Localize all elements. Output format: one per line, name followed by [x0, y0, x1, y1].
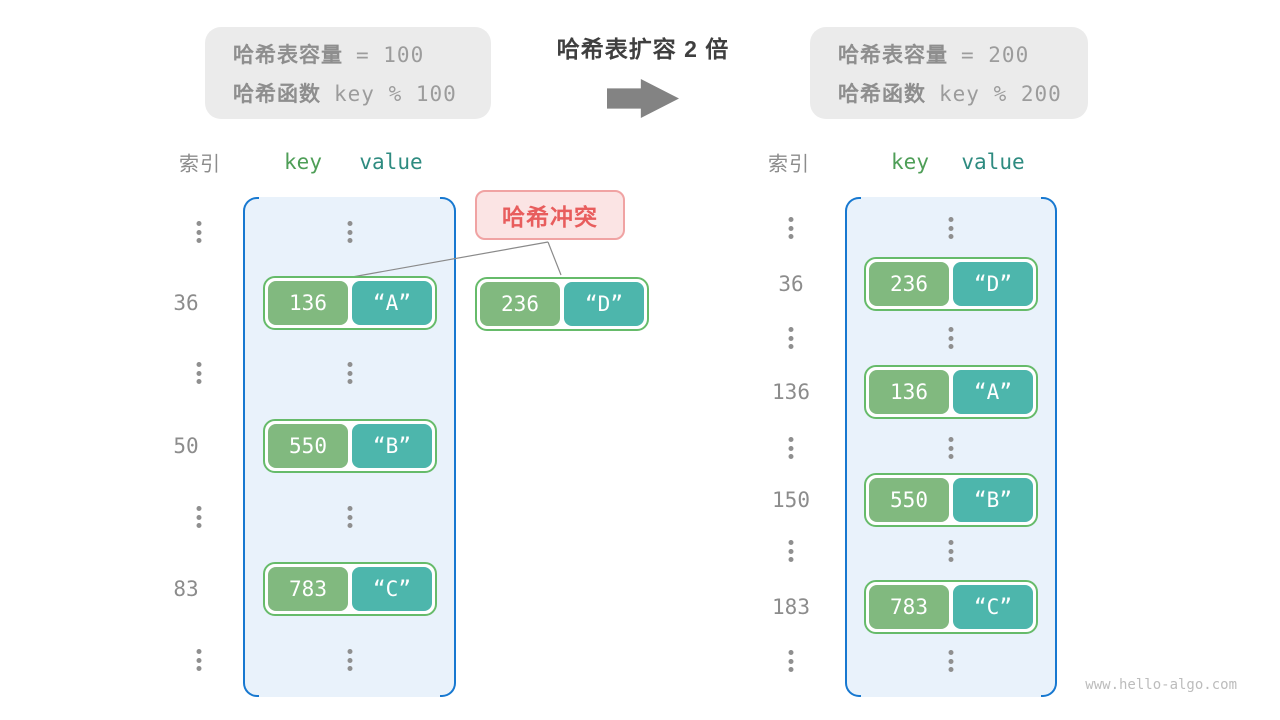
capacity-value: = 100 — [356, 42, 425, 67]
key-cell: 236 — [480, 282, 560, 326]
hash-collision-callout: 哈希冲突 — [475, 190, 625, 240]
kv-pair: 783 “C” — [263, 562, 437, 616]
hash-function-row: 哈希函数 key % 200 — [838, 78, 1088, 108]
key-cell: 136 — [268, 281, 348, 325]
value-cell: “A” — [953, 370, 1033, 414]
colliding-kv-pair: 236 “D” — [475, 277, 649, 331]
key-cell: 550 — [869, 478, 949, 522]
key-cell: 550 — [268, 424, 348, 468]
ellipsis-icon — [347, 221, 353, 243]
index-label: 36 — [778, 272, 804, 296]
index-label: 150 — [772, 488, 810, 512]
ellipsis-icon — [948, 650, 954, 672]
ellipsis-icon — [788, 650, 794, 672]
expand-title: 哈希表扩容 2 倍 — [556, 36, 730, 62]
ellipsis-icon — [347, 649, 353, 671]
ellipsis-icon — [347, 506, 353, 528]
key-cell: 136 — [869, 370, 949, 414]
left-index-header: 索引 — [179, 153, 221, 176]
value-cell: “B” — [352, 424, 432, 468]
capacity-label: 哈希表容量 — [233, 43, 343, 67]
right-key-header: key — [891, 150, 929, 174]
right-index-header: 索引 — [768, 153, 810, 176]
old-hashtable-info-box: 哈希表容量 = 100 哈希函数 key % 100 — [205, 27, 491, 119]
left-key-header: key — [284, 150, 322, 174]
value-cell: “C” — [953, 585, 1033, 629]
capacity-value: = 200 — [961, 42, 1030, 67]
kv-pair: 236 “D” — [864, 257, 1038, 311]
key-cell: 236 — [869, 262, 949, 306]
index-label: 183 — [772, 595, 810, 619]
ellipsis-icon — [788, 217, 794, 239]
right-arrow-icon — [607, 79, 679, 118]
index-label: 36 — [173, 291, 199, 315]
ellipsis-icon — [196, 649, 202, 671]
hash-function-label: 哈希函数 — [838, 82, 926, 106]
kv-pair: 550 “B” — [263, 419, 437, 473]
left-value-header: value — [359, 150, 423, 174]
hash-function-value: key % 200 — [939, 81, 1062, 106]
capacity-label: 哈希表容量 — [838, 43, 948, 67]
kv-pair: 783 “C” — [864, 580, 1038, 634]
value-cell: “D” — [953, 262, 1033, 306]
ellipsis-icon — [948, 217, 954, 239]
ellipsis-icon — [196, 506, 202, 528]
kv-pair: 136 “A” — [263, 276, 437, 330]
value-cell: “B” — [953, 478, 1033, 522]
capacity-row: 哈希表容量 = 100 — [233, 39, 491, 69]
index-label: 50 — [173, 434, 199, 458]
capacity-row: 哈希表容量 = 200 — [838, 39, 1088, 69]
watermark: www.hello-algo.com — [1085, 677, 1237, 693]
right-value-header: value — [961, 150, 1025, 174]
index-label: 136 — [772, 380, 810, 404]
ellipsis-icon — [196, 362, 202, 384]
ellipsis-icon — [788, 327, 794, 349]
ellipsis-icon — [948, 437, 954, 459]
hash-function-value: key % 100 — [334, 81, 457, 106]
ellipsis-icon — [948, 327, 954, 349]
ellipsis-icon — [347, 362, 353, 384]
ellipsis-icon — [948, 540, 954, 562]
key-cell: 783 — [268, 567, 348, 611]
key-cell: 783 — [869, 585, 949, 629]
new-hashtable-info-box: 哈希表容量 = 200 哈希函数 key % 200 — [810, 27, 1088, 119]
ellipsis-icon — [788, 540, 794, 562]
index-label: 83 — [173, 577, 199, 601]
kv-pair: 136 “A” — [864, 365, 1038, 419]
hash-function-label: 哈希函数 — [233, 82, 321, 106]
value-cell: “A” — [352, 281, 432, 325]
kv-pair: 550 “B” — [864, 473, 1038, 527]
ellipsis-icon — [196, 221, 202, 243]
ellipsis-icon — [788, 437, 794, 459]
value-cell: “C” — [352, 567, 432, 611]
value-cell: “D” — [564, 282, 644, 326]
hash-function-row: 哈希函数 key % 100 — [233, 78, 491, 108]
